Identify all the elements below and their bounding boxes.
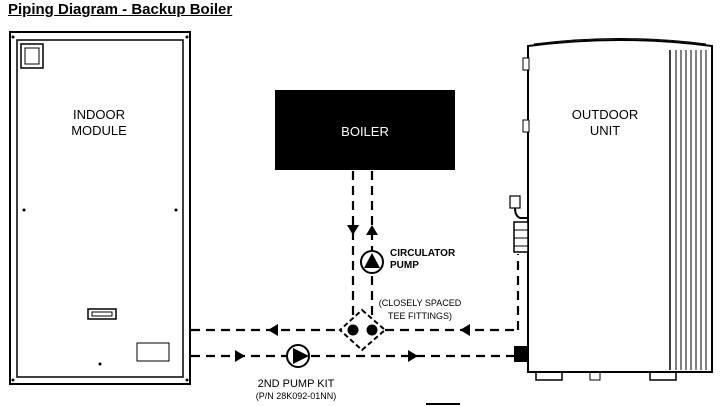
outdoor-unit: OUTDOOR UNIT — [509, 38, 713, 381]
arrow-down-icon — [347, 225, 359, 235]
page-title: Piping Diagram - Backup Boiler — [8, 1, 233, 18]
boiler: BOILER — [275, 90, 455, 170]
arrow-left-icon — [268, 324, 278, 336]
tee-fittings — [338, 308, 387, 352]
indoor-module: INDOOR MODULE — [9, 31, 191, 385]
pump-right-icon — [293, 348, 309, 364]
indoor-label-line1: INDOOR — [73, 107, 125, 122]
flow-arrows — [235, 225, 470, 362]
arrow-up-icon — [366, 225, 378, 235]
arrow-right-icon — [235, 350, 245, 362]
outdoor-label-line2: UNIT — [590, 123, 620, 138]
circulator-label-line2: PUMP — [390, 260, 419, 271]
circulator-label-line1: CIRCULATOR — [390, 248, 456, 259]
arrow-right-icon — [408, 350, 418, 362]
arrow-left-icon — [460, 324, 470, 336]
tee-label-line2: TEE FITTINGS) — [388, 311, 452, 321]
outdoor-label-line1: OUTDOOR — [572, 107, 638, 122]
boiler-label: BOILER — [341, 124, 389, 139]
pump-up-icon — [364, 253, 380, 268]
pump-kit-label-line2: (P/N 28K092-01NN) — [256, 391, 337, 401]
circulator-pump: CIRCULATOR PUMP — [360, 248, 456, 274]
indoor-label-line2: MODULE — [71, 123, 127, 138]
second-pump: 2ND PUMP KIT (P/N 28K092-01NN) — [256, 344, 337, 401]
tee-label-line1: (CLOSELY SPACED — [379, 298, 462, 308]
pump-kit-label-line1: 2ND PUMP KIT — [258, 378, 335, 390]
